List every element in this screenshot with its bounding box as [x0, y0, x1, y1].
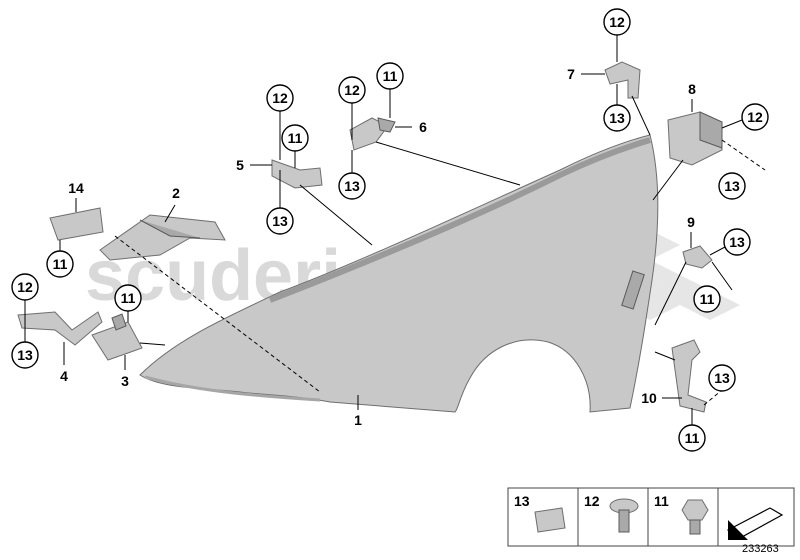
svg-text:13: 13	[724, 178, 740, 194]
part-label: 4	[60, 368, 68, 384]
part-10-bracket: 10	[641, 339, 707, 413]
svg-text:12: 12	[609, 14, 625, 30]
callout: 12	[338, 76, 366, 140]
svg-text:13: 13	[17, 347, 33, 363]
hex-bolt-icon	[681, 499, 709, 521]
callout: 12	[11, 273, 39, 320]
svg-text:11: 11	[383, 68, 398, 84]
callout: 12	[266, 84, 294, 160]
part-5-bracket: 5	[236, 157, 323, 189]
svg-text:12: 12	[747, 109, 763, 125]
callout: 13	[603, 84, 631, 132]
callout: 13	[718, 139, 766, 200]
svg-text:12: 12	[272, 90, 288, 106]
arrow-head-icon	[728, 520, 748, 540]
callout: 13	[266, 170, 294, 235]
part-label: 14	[68, 180, 84, 196]
svg-text:13: 13	[729, 234, 745, 250]
callout: 11	[281, 124, 309, 168]
leader-lines	[114, 95, 687, 393]
callout: 11	[46, 240, 74, 278]
callout: 12	[603, 8, 631, 62]
part-label: 3	[121, 373, 129, 389]
part-1-label-group: 1	[354, 395, 362, 428]
part-9-bracket: 9	[682, 214, 713, 269]
part-7-bracket: 7	[567, 61, 641, 99]
part-label: 10	[641, 390, 657, 406]
svg-text:13: 13	[272, 213, 288, 229]
part-label: 9	[687, 214, 695, 230]
svg-text:13: 13	[344, 178, 360, 194]
callout: 11	[693, 261, 733, 313]
part-4-bracket: 4	[17, 311, 103, 384]
part-6-bracket: 6	[349, 117, 427, 151]
callout: 12	[721, 103, 769, 131]
legend-label: 12	[584, 493, 600, 509]
svg-text:13: 13	[714, 370, 730, 386]
svg-text:11: 11	[121, 290, 136, 306]
callout: 11	[678, 408, 706, 452]
part-14-bracket: 14	[49, 180, 104, 241]
callouts: 12 13 12 13 12 13 11 12 11 13 11 12 13 1…	[11, 8, 769, 452]
callout: 13	[11, 320, 39, 369]
hex-bolt-shank-icon	[689, 519, 701, 535]
part-label: 5	[236, 157, 244, 173]
callout: 11	[376, 62, 404, 118]
part-label: 2	[172, 185, 180, 201]
legend-label: 11	[654, 493, 669, 509]
legend-label: 13	[514, 493, 530, 509]
callout: 13	[709, 228, 751, 256]
callout: 11	[114, 284, 142, 322]
svg-text:11: 11	[53, 256, 68, 272]
svg-text:13: 13	[609, 110, 625, 126]
svg-text:12: 12	[344, 82, 360, 98]
bolt-shank-icon	[618, 509, 630, 533]
svg-text:12: 12	[17, 279, 33, 295]
svg-text:11: 11	[685, 430, 700, 446]
fender-panel	[139, 134, 659, 413]
part-2-bracket: 2	[99, 185, 226, 261]
part-3-bracket: 3	[91, 313, 143, 389]
svg-text:11: 11	[700, 291, 715, 307]
svg-text:11: 11	[288, 130, 303, 146]
part-label: 7	[567, 66, 575, 82]
legend: 13 12 11	[507, 487, 795, 547]
clip-nut-icon	[534, 507, 566, 533]
part-8-bracket: 8	[667, 81, 723, 166]
diagram-id: 233263	[742, 543, 779, 555]
part-label: 6	[419, 119, 427, 135]
callout: 13	[703, 364, 736, 406]
part-label: 1	[354, 412, 362, 428]
callout: 13	[338, 150, 366, 200]
part-label: 8	[688, 81, 696, 97]
